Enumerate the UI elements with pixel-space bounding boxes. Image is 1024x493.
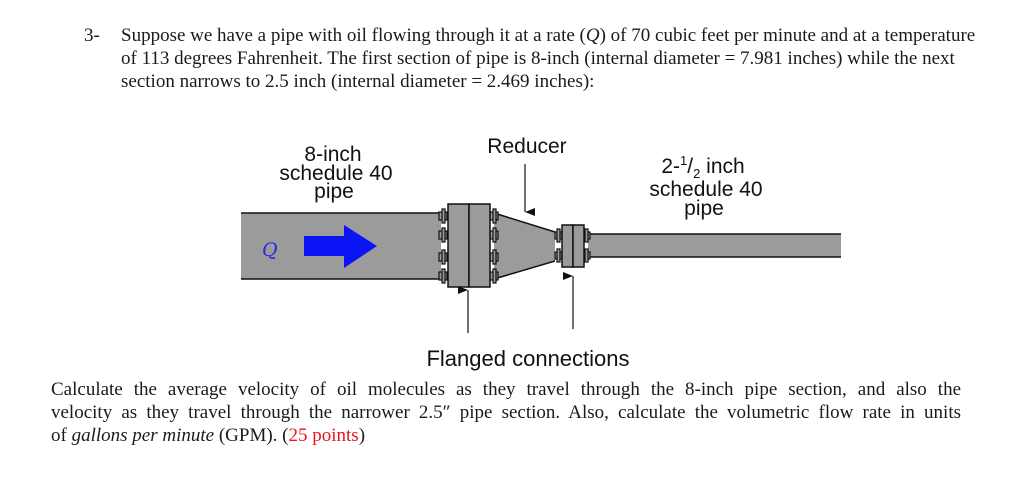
small-flange-right [572, 224, 585, 268]
question-intro-part1: Suppose we have a pipe with oil flowing … [121, 25, 586, 46]
label-2-5inch-frac-num: 1 [680, 153, 687, 168]
task-line3-suffix: ) [358, 425, 366, 446]
task-line-3: of gallons per minute (GPM). (25 points) [51, 424, 961, 447]
label-2-5inch-line3: pipe [684, 197, 724, 220]
label-2-5inch-suffix: inch [700, 155, 744, 178]
large-flange-right [468, 203, 491, 288]
large-flange-bolts [438, 208, 499, 284]
question-number: 3- [84, 25, 100, 46]
label-2-5inch-line1: 2-1/2 inch [661, 153, 744, 181]
question-intro-part2: ) of 70 cubic feet per minute and at a t… [121, 25, 976, 92]
points-badge: 25 points [288, 425, 359, 446]
question-text: Suppose we have a pipe with oil flowing … [121, 24, 981, 93]
label-2-5inch-line2: schedule 40 [649, 178, 762, 201]
label-2-5inch-frac-den: 2 [693, 166, 700, 181]
small-flange-left [561, 224, 574, 268]
task-gpm-italic: gallons per minute [71, 425, 215, 446]
label-flanged-connections: Flanged connections [426, 346, 629, 371]
label-8inch-line2: schedule 40 [279, 162, 392, 185]
task-line-2: velocity as they travel through the narr… [51, 402, 961, 423]
small-flange-bolts [554, 228, 591, 263]
flow-arrow-icon [304, 225, 377, 268]
large-flange-left [447, 203, 470, 288]
label-8inch-line3: pipe [314, 180, 354, 203]
label-8inch-line1: 8-inch [304, 143, 361, 166]
flow-label: Q [262, 239, 278, 261]
label-2-5inch-prefix: 2- [661, 155, 680, 178]
task-line3-mid: (GPM). ( [214, 425, 289, 446]
label-2-5inch-frac-sep: / [687, 155, 693, 178]
label-reducer: Reducer [487, 135, 566, 158]
reducer-top-edge [493, 212, 556, 233]
task-text: Calculate the average velocity of oil mo… [51, 378, 961, 447]
flow-symbol: Q [585, 25, 600, 46]
pipe-2-5-inch [588, 234, 841, 257]
task-line-1: Calculate the average velocity of oil mo… [51, 379, 961, 400]
reducer-bottom-edge [493, 260, 556, 280]
reducer [494, 213, 555, 279]
task-line3-prefix: of [51, 425, 72, 446]
